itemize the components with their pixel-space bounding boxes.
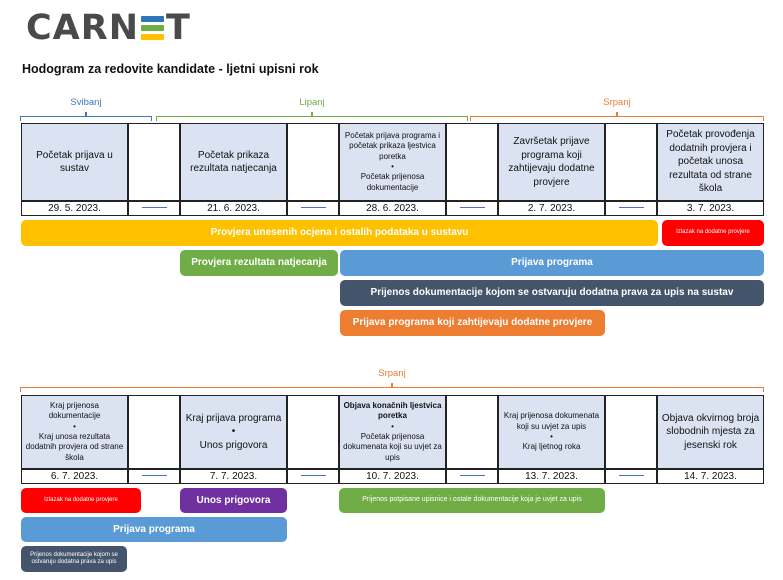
milestone-date: 14. 7. 2023. <box>657 469 764 484</box>
bullet: • <box>550 432 553 441</box>
phase-bar-red: Izlazak na dodatne provjere <box>21 488 141 513</box>
date-connector <box>619 207 644 208</box>
date-connector <box>619 475 644 476</box>
phase-bar-dark: Prijenos dokumentacije kojom se ostvaruj… <box>21 546 127 572</box>
milestone-cell: Početak prikaza rezultata natjecanja <box>180 123 287 201</box>
gap-cell <box>446 123 498 201</box>
gap-cell <box>446 395 498 469</box>
milestone-cell: Početak prijava u sustav <box>21 123 128 201</box>
month-label-srpanj-2: Srpanj <box>378 368 406 379</box>
milestone-text: Početak prijava u sustav <box>36 149 113 175</box>
month-label-lipanj: Lipanj <box>299 97 325 108</box>
date-connector <box>301 207 326 208</box>
date-connector <box>460 207 485 208</box>
phase-bar-red: Izlazak na dodatne provjere <box>662 220 764 246</box>
date-connector <box>460 475 485 476</box>
gap-cell <box>128 395 180 469</box>
month-brace-lipanj <box>156 112 468 121</box>
milestone-date: 13. 7. 2023. <box>498 469 605 484</box>
milestone-text: Objava konačnih ljestvica poretka <box>343 400 442 421</box>
gap-cell <box>605 201 657 216</box>
milestone-text: Objava okvirnog broja slobodnih mjesta z… <box>661 412 760 451</box>
month-brace-srpanj <box>470 112 764 121</box>
carnet-logo: CARN T <box>26 10 191 46</box>
milestone-text: Unos prigovora <box>199 439 268 451</box>
logo-text-left: CARN <box>26 8 140 48</box>
gap-cell <box>287 395 339 469</box>
month-label-svibanj: Svibanj <box>70 97 102 108</box>
milestone-text: Kraj ljetnog roka <box>522 442 581 452</box>
phase-bar-purple: Unos prigovora <box>180 488 287 513</box>
gap-cell <box>287 469 339 484</box>
gap-cell <box>128 123 180 201</box>
phase-bar-green: Prijenos potpisane upisnice i ostale dok… <box>339 488 605 513</box>
milestone-date: 28. 6. 2023. <box>339 201 446 216</box>
milestone-text: Kraj prijenosa dokumenata koji su uvjet … <box>503 411 600 431</box>
phase-bar-green: Provjera rezultata natjecanja <box>180 250 338 276</box>
milestone-date: 3. 7. 2023. <box>657 201 764 216</box>
date-connector <box>301 475 326 476</box>
milestone-date: 6. 7. 2023. <box>21 469 128 484</box>
milestone-cell: Početak provođenja dodatnih provjera i p… <box>657 123 764 201</box>
milestone-cell: Objava okvirnog broja slobodnih mjesta z… <box>657 395 764 469</box>
date-connector <box>142 475 167 476</box>
gap-cell <box>605 469 657 484</box>
milestone-cell: Kraj prijenosa dokumenata koji su uvjet … <box>498 395 605 469</box>
milestone-date: 10. 7. 2023. <box>339 469 446 484</box>
gap-cell <box>605 123 657 201</box>
logo-bars-icon <box>141 16 165 40</box>
page-title: Hodogram za redovite kandidate - ljetni … <box>22 62 319 76</box>
milestone-date: 21. 6. 2023. <box>180 201 287 216</box>
milestone-cell: Završetak prijave programa koji zahtijev… <box>498 123 605 201</box>
milestone-text: Početak prikaza rezultata natjecanja <box>190 149 277 175</box>
milestone-text: Kraj prijava programa <box>185 412 282 424</box>
bullet: • <box>73 421 76 431</box>
phase-bar-blue: Prijava programa <box>21 517 287 542</box>
milestone-text: Početak prijenosa dokumenata koji su uvj… <box>343 432 442 462</box>
bullet: • <box>391 421 394 431</box>
milestone-cell: Kraj prijenosa dokumentacije • Kraj unos… <box>21 395 128 469</box>
bullet: • <box>391 162 394 171</box>
gap-cell <box>128 201 180 216</box>
phase-bar-yellow: Provjera unesenih ocjena i ostalih podat… <box>21 220 658 246</box>
milestone-text: Početak prijava programa i početak prika… <box>344 130 441 161</box>
month-brace-svibanj <box>20 112 152 121</box>
milestone-text: Kraj unosa rezultata dodatnih provjera o… <box>25 432 124 462</box>
milestone-cell: Kraj prijava programa • Unos prigovora <box>180 395 287 469</box>
milestone-text: Početak provođenja dodatnih provjera i p… <box>666 129 755 195</box>
gap-cell <box>287 201 339 216</box>
milestone-cell: Početak prijava programa i početak prika… <box>339 123 446 201</box>
month-label-srpanj: Srpanj <box>603 97 631 108</box>
bullet: • <box>231 426 236 438</box>
gap-cell <box>128 469 180 484</box>
gap-cell <box>446 469 498 484</box>
gap-cell <box>287 123 339 201</box>
gap-cell <box>446 201 498 216</box>
month-brace-srpanj-2 <box>20 383 764 392</box>
milestone-text: Početak prijenosa dokumentacije <box>360 172 425 192</box>
date-connector <box>142 207 167 208</box>
phase-bar-blue: Prijava programa <box>340 250 764 276</box>
milestone-text: Kraj prijenosa dokumentacije <box>48 400 101 421</box>
logo-text-right: T <box>166 8 191 48</box>
milestone-date: 7. 7. 2023. <box>180 469 287 484</box>
milestone-date: 29. 5. 2023. <box>21 201 128 216</box>
phase-bar-orange: Prijava programa koji zahtijevaju dodatn… <box>340 310 605 336</box>
milestone-cell: Objava konačnih ljestvica poretka • Poče… <box>339 395 446 469</box>
phase-bar-dark: Prijenos dokumentacije kojom se ostvaruj… <box>340 280 764 306</box>
milestone-text: Završetak prijave programa koji zahtijev… <box>508 136 595 188</box>
gap-cell <box>605 395 657 469</box>
milestone-date: 2. 7. 2023. <box>498 201 605 216</box>
